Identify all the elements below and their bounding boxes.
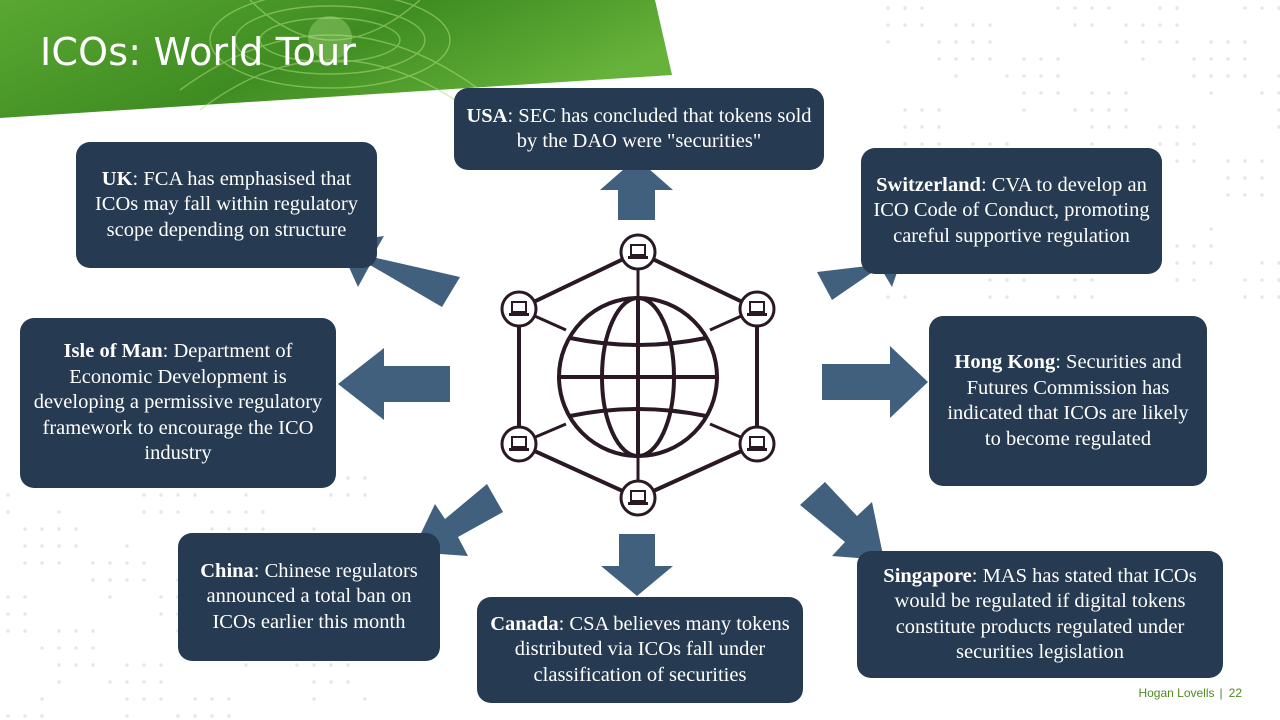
isle-of-man-box: Isle of Man: Department of Economic Deve… [20, 318, 336, 488]
isle-of-man-name: Isle of Man [63, 340, 163, 363]
arrow-to-hong-kong [822, 346, 928, 418]
laptop-icon [500, 290, 538, 328]
canada-box: Canada: CSA believes many tokens distrib… [477, 597, 803, 703]
laptop-icon [619, 479, 657, 517]
page-number: 22 [1228, 686, 1242, 700]
laptop-icon [500, 425, 538, 463]
uk-box: UK: FCA has emphasised that ICOs may fal… [76, 142, 377, 268]
arrow-to-singapore [800, 482, 884, 560]
uk-text: : FCA has emphasised that ICOs may fall … [94, 167, 359, 241]
canada-text: : CSA believes many tokens distributed v… [514, 612, 790, 686]
china-text: : Chinese regulators announced a total b… [206, 559, 418, 633]
usa-name: USA [466, 104, 508, 127]
usa-box: USA: SEC has concluded that tokens sold … [454, 88, 824, 170]
arrow-to-usa [600, 158, 673, 220]
canada-name: Canada [490, 612, 559, 635]
switzerland-box: Switzerland: CVA to develop an ICO Code … [861, 148, 1162, 274]
usa-text: : SEC has concluded that tokens sold by … [507, 104, 812, 153]
network-hub [517, 249, 759, 501]
hong-kong-text: : Securities and Futures Commission has … [947, 351, 1189, 450]
china-name: China [200, 559, 254, 582]
laptop-icon [738, 290, 776, 328]
hong-kong-name: Hong Kong [954, 351, 1056, 373]
title-banner [0, 0, 672, 118]
laptop-icon [619, 233, 657, 271]
isle-of-man-text: : Department of Economic Development is … [33, 340, 323, 465]
singapore-text: : MAS has stated that ICOs would be regu… [894, 564, 1197, 664]
switzerland-text: : CVA to develop an ICO Code of Conduct,… [873, 173, 1150, 247]
footer-company: Hogan Lovells [1138, 686, 1215, 700]
slide-title: ICOs: World Tour [40, 30, 357, 74]
globe-network-icon [557, 296, 719, 458]
hong-kong-box: Hong Kong: Securities and Futures Commis… [929, 316, 1207, 486]
direction-arrows [338, 158, 928, 596]
switzerland-name: Switzerland [876, 173, 981, 196]
arrow-to-canada [601, 534, 673, 596]
china-box: China: Chinese regulators announced a to… [178, 533, 440, 661]
uk-name: UK [101, 167, 133, 190]
arrow-to-isle-of-man [338, 348, 450, 420]
singapore-name: Singapore [883, 564, 972, 587]
footer: Hogan Lovells | 22 [1138, 686, 1242, 700]
footer-separator: | [1219, 686, 1223, 700]
network-nodes [500, 233, 776, 517]
singapore-box: Singapore: MAS has stated that ICOs woul… [857, 551, 1223, 678]
laptop-icon [738, 425, 776, 463]
